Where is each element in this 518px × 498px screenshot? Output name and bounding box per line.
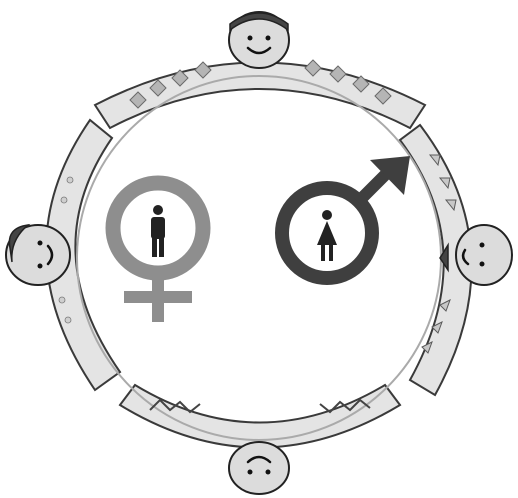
face-top-icon: [229, 12, 289, 68]
venus-symbol-icon: [113, 183, 203, 322]
woman-figure-icon: [317, 210, 337, 261]
mars-symbol-icon: [282, 156, 410, 278]
face-left-icon: [6, 225, 70, 285]
ring-band: [46, 63, 471, 448]
man-figure-icon: [151, 205, 165, 257]
ring-segment-bottom: [120, 385, 400, 448]
face-bottom-icon: [229, 442, 289, 494]
